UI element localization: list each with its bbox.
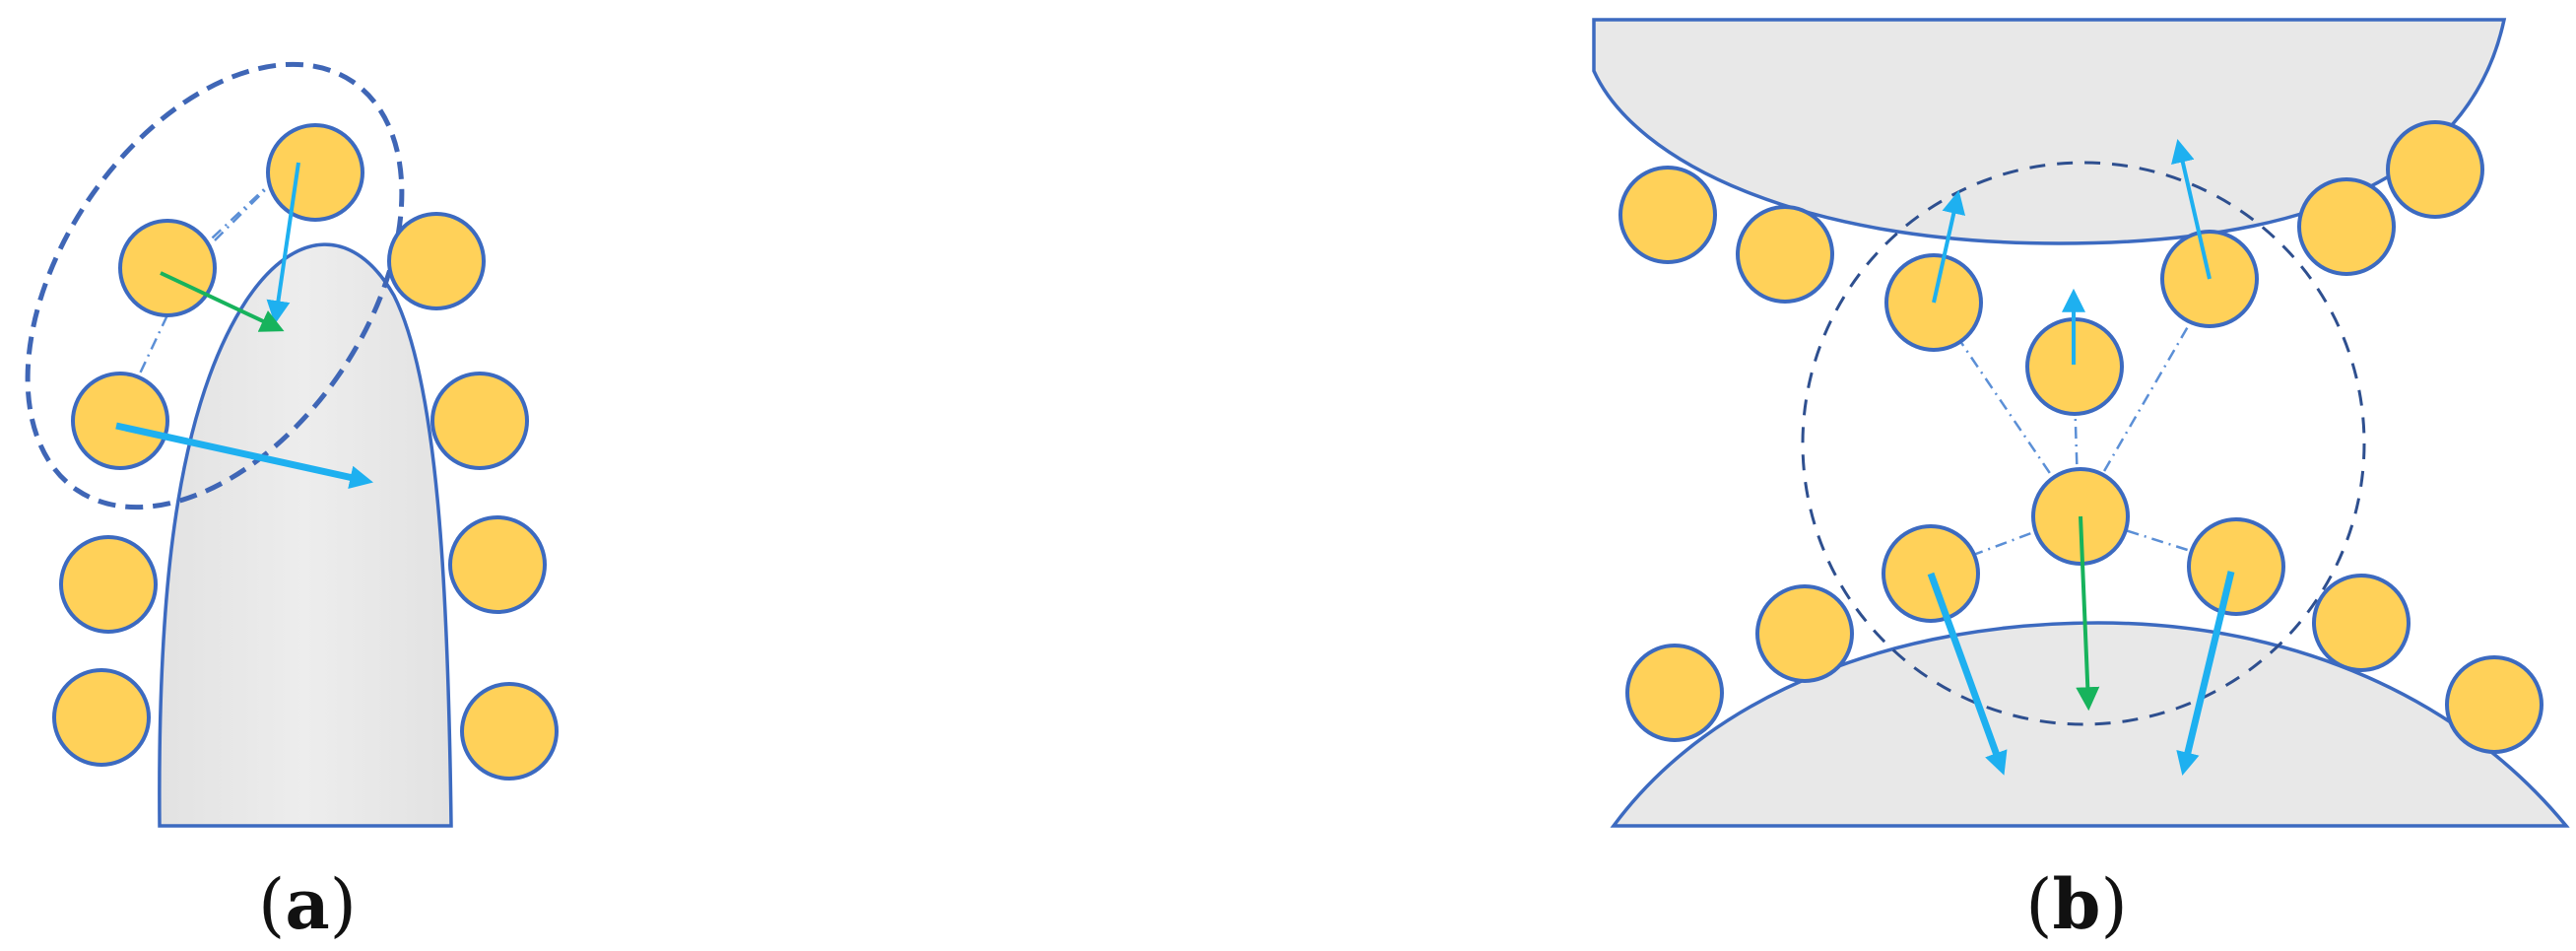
particle bbox=[387, 212, 486, 310]
panel-a-caption: (a) bbox=[258, 863, 357, 945]
bottom-surface bbox=[1610, 621, 2570, 828]
force-arrow bbox=[2076, 515, 2100, 712]
force-arrow bbox=[160, 271, 285, 332]
particle bbox=[118, 219, 217, 317]
neighborhood-circle bbox=[1801, 161, 2366, 726]
particle bbox=[266, 123, 364, 222]
force-arrow bbox=[1927, 572, 2008, 776]
tip-surface bbox=[158, 242, 453, 828]
panel-b-label: b bbox=[2053, 863, 2101, 945]
particle bbox=[1755, 584, 1854, 683]
panel-b-caption: (b) bbox=[2025, 863, 2128, 945]
particle bbox=[1736, 205, 1834, 304]
panel-b bbox=[1592, 18, 2570, 828]
particle bbox=[430, 372, 529, 470]
particles-b bbox=[1618, 120, 2543, 754]
particles-a bbox=[52, 123, 559, 781]
particle bbox=[460, 682, 559, 781]
force-arrow bbox=[2171, 138, 2212, 280]
force-arrow bbox=[266, 162, 300, 325]
particle bbox=[2312, 574, 2411, 672]
force-arrows-a bbox=[115, 162, 373, 490]
force-arrow bbox=[2176, 571, 2235, 776]
particle bbox=[59, 535, 158, 634]
panel-a-label: a bbox=[285, 863, 329, 945]
force-arrow bbox=[115, 422, 373, 490]
particle bbox=[1625, 644, 1724, 742]
particle bbox=[52, 668, 151, 767]
particle bbox=[71, 372, 169, 470]
neighborhood-ellipse bbox=[25, 61, 405, 510]
panel-a bbox=[25, 61, 559, 828]
particle bbox=[2386, 120, 2484, 219]
particle bbox=[2187, 517, 2285, 616]
particle bbox=[1618, 166, 1717, 264]
force-arrow bbox=[1932, 189, 1966, 304]
force-arrows-b bbox=[1927, 138, 2235, 776]
particle bbox=[2297, 177, 2396, 276]
particle bbox=[2445, 655, 2543, 754]
particle bbox=[448, 515, 547, 614]
